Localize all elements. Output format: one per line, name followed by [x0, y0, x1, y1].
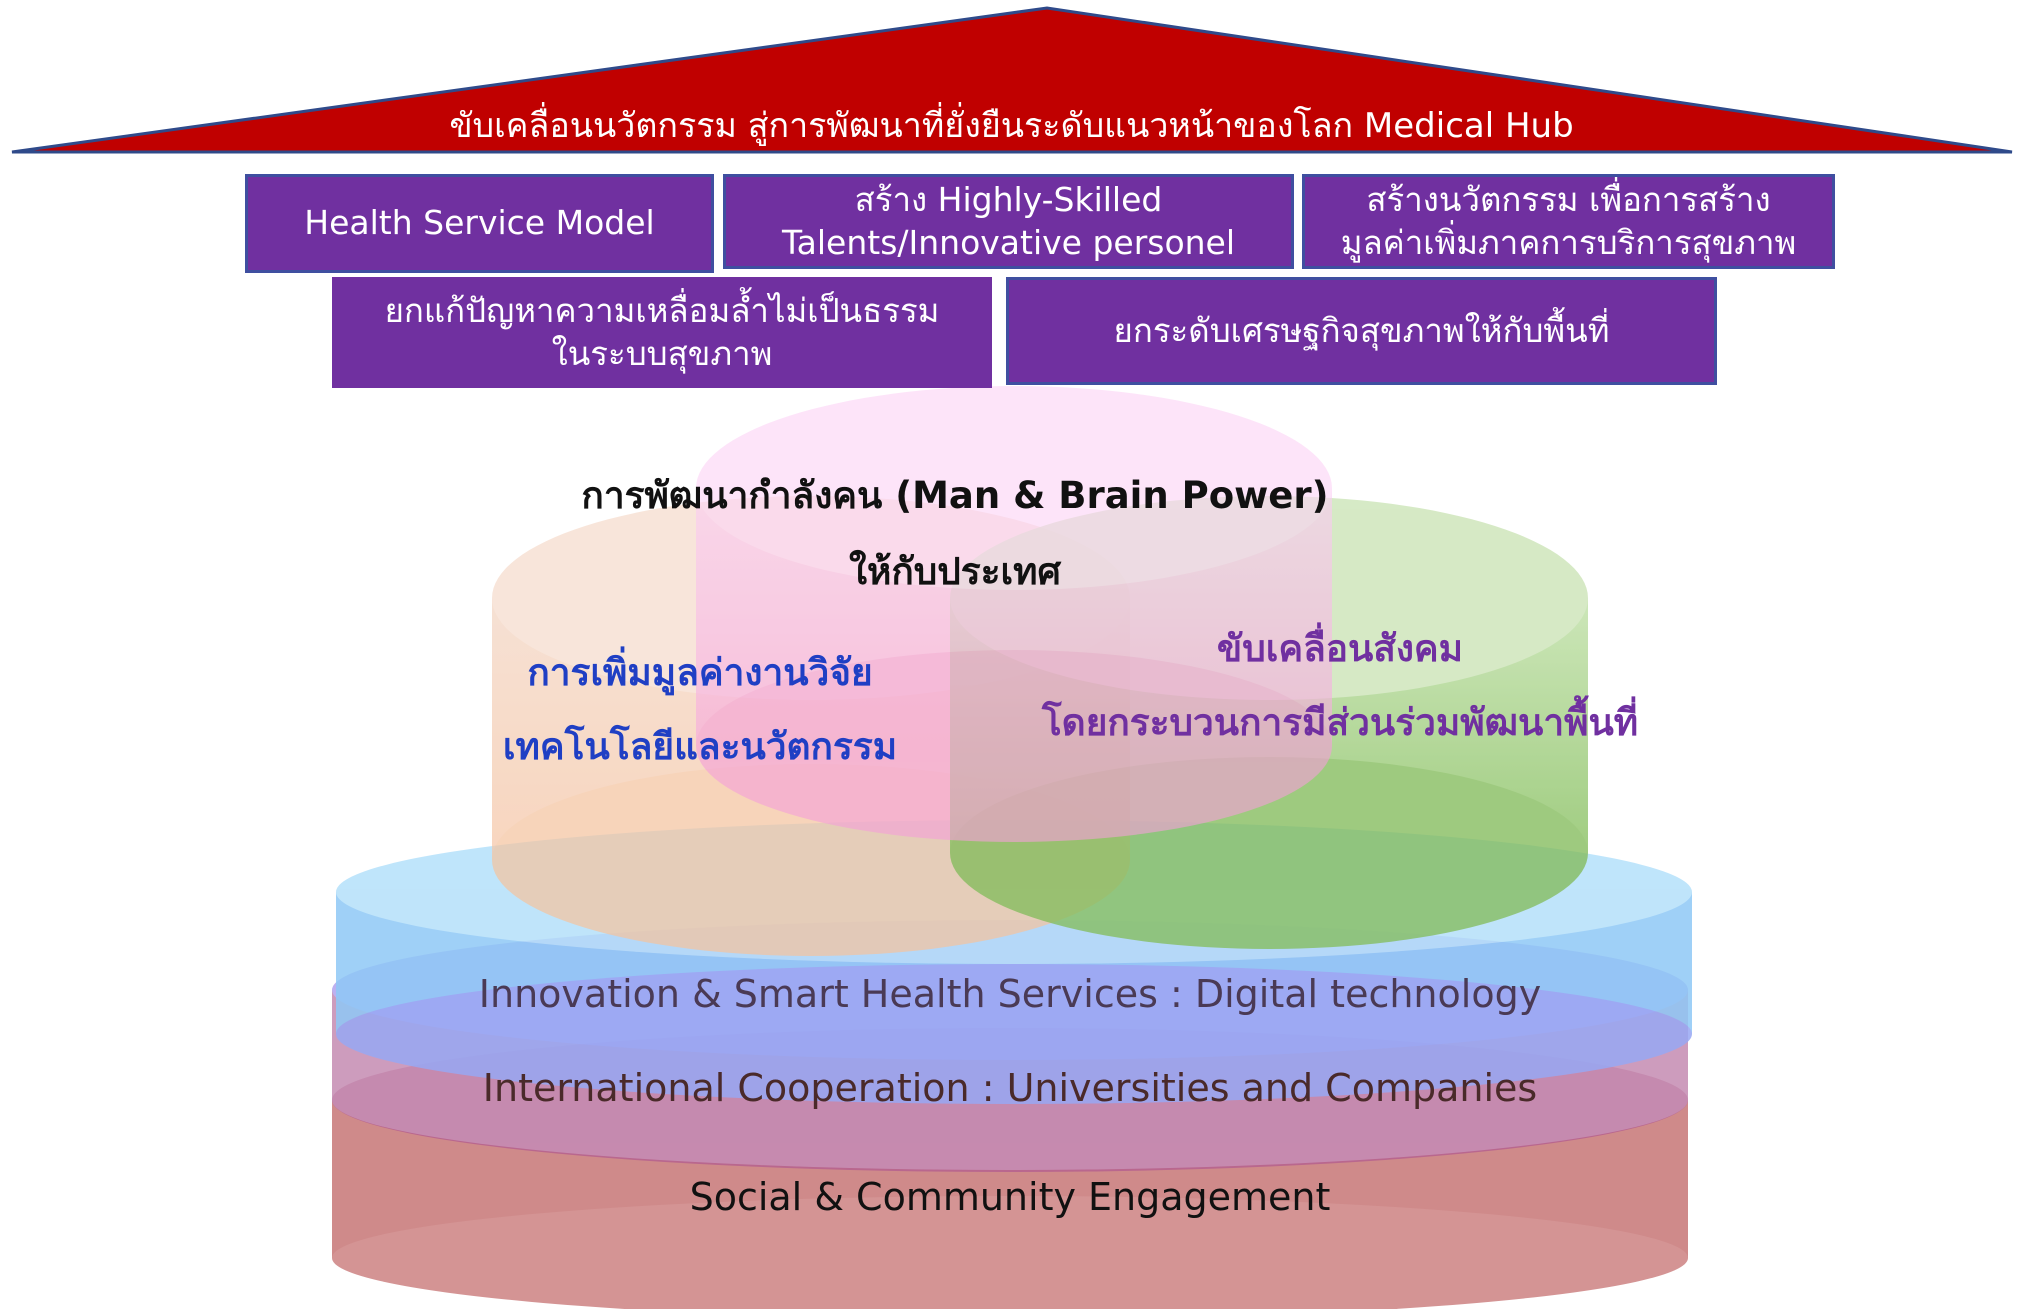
goal-inequality: ยกแก้ปัญหาความเหลื่อมล้ำไม่เป็นธรรม ในระ…: [332, 277, 992, 388]
pillar-top-label: การพัฒนากำลังคน (Man & Brain Power) ให้ก…: [560, 458, 1350, 610]
goal-innovation-value-added-line1: สร้างนวัตกรรม เพื่อการสร้าง: [1366, 180, 1771, 220]
pillar-top-label-line1: การพัฒนากำลังคน (Man & Brain Power): [581, 474, 1329, 517]
foundation-international-label: International Cooperation : Universities…: [482, 1066, 1538, 1110]
foundation-social-label: Social & Community Engagement: [689, 1175, 1331, 1219]
goal-health-economy-line1: ยกระดับเศรษฐกิจสุขภาพให้กับพื้นที่: [1113, 310, 1610, 350]
pillar-top-label-line2: ให้กับประเทศ: [848, 550, 1062, 593]
pillar-right-label: ขับเคลื่อนสังคม โดยกระบวนการมีส่วนร่วมพั…: [1010, 612, 1670, 760]
pillar-left-label: การเพิ่มมูลค่างานวิจัย เทคโนโลยีและนวัตก…: [450, 636, 950, 784]
roof-label: ขับเคลื่อนนวัตกรรม สู่การพัฒนาที่ยั่งยืน…: [449, 106, 1574, 146]
goal-health-service-model-line1: Health Service Model: [304, 203, 655, 243]
goal-health-economy: ยกระดับเศรษฐกิจสุขภาพให้กับพื้นที่: [1006, 277, 1717, 385]
foundation-innovation-label: Innovation & Smart Health Services : Dig…: [478, 972, 1542, 1016]
goal-inequality-line2: ในระบบสุขภาพ: [551, 333, 773, 373]
goal-highly-skilled-talents-line2: Talents/Innovative personel: [781, 222, 1236, 262]
goal-highly-skilled-talents-line1: สร้าง Highly-Skilled: [854, 180, 1163, 220]
pillar-top-cylinder: [696, 386, 1332, 842]
goal-health-service-model: Health Service Model: [245, 174, 714, 273]
goal-highly-skilled-talents: สร้าง Highly-Skilled Talents/Innovative …: [723, 174, 1294, 269]
pillar-left-label-line1: การเพิ่มมูลค่างานวิจัย: [527, 651, 873, 694]
pillar-left-label-line2: เทคโนโลยีและนวัตกรรม: [502, 725, 898, 768]
goal-innovation-value-added: สร้างนวัตกรรม เพื่อการสร้าง มูลค่าเพิ่มภ…: [1302, 174, 1835, 269]
pillar-right-label-line2: โดยกระบวนการมีส่วนร่วมพัฒนาพื้นที่: [1041, 701, 1639, 744]
roof-triangle: [11, 6, 2013, 154]
pillar-right-label-line1: ขับเคลื่อนสังคม: [1216, 627, 1464, 670]
goal-inequality-line1: ยกแก้ปัญหาความเหลื่อมล้ำไม่เป็นธรรม: [384, 291, 940, 331]
goal-innovation-value-added-line2: มูลค่าเพิ่มภาคการบริการสุขภาพ: [1340, 222, 1797, 262]
